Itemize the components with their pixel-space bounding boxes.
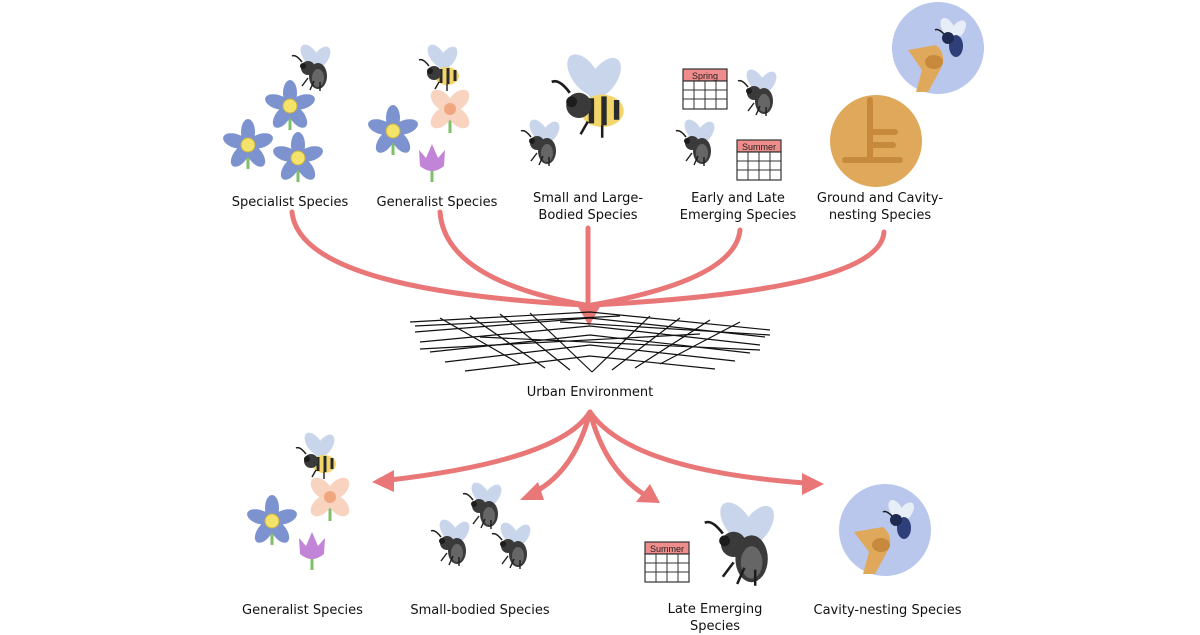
arrow-head-center — [577, 305, 601, 326]
calendar-spring-label: Spring — [692, 71, 718, 81]
label-size-line2: Bodied Species — [538, 208, 638, 223]
label-phenology-species: Early and Late Emerging Species — [663, 190, 813, 224]
arrow-out-small — [532, 409, 593, 495]
label-late-line1: Late Emerging — [667, 602, 763, 617]
arrow-out-late — [587, 409, 648, 498]
label-size-line1: Small and Large- — [532, 191, 644, 206]
label-specialist-species: Specialist Species — [231, 195, 349, 210]
label-phenology-line2: Emerging Species — [679, 208, 797, 223]
label-phenology-line1: Early and Late — [691, 191, 785, 206]
phenology-icon: Spring Summer — [675, 65, 782, 181]
label-generalist-species: Generalist Species — [376, 195, 498, 210]
specialist-icon — [220, 40, 335, 184]
cavity-nesting-icon-top — [892, 2, 984, 94]
generalist-icon — [365, 39, 474, 182]
arrow-out-generalist — [387, 409, 593, 483]
cavity-nesting-outcome-icon — [839, 484, 931, 576]
diverging-arrow-heads — [372, 470, 824, 503]
arrow-specialist — [289, 209, 588, 308]
urban-grid-icon — [409, 311, 771, 373]
calendar-summer-label-bottom: Summer — [650, 544, 684, 554]
label-cavity-outcome: Cavity-nesting Species — [813, 603, 962, 618]
arrow-out-cavity — [587, 409, 808, 486]
ground-nesting-icon — [830, 95, 922, 187]
arrow-phenology — [589, 227, 743, 308]
converging-arrows — [289, 209, 887, 313]
label-urban-environment: Urban Environment — [526, 385, 654, 400]
label-generalist-outcome: Generalist Species — [242, 603, 363, 618]
arrow-generalist — [437, 209, 588, 308]
late-emerging-outcome-icon: Summer — [644, 495, 783, 588]
generalist-outcome-icon — [244, 427, 354, 570]
label-nesting-line2: nesting Species — [828, 208, 932, 223]
small-bodied-outcome-icon — [430, 478, 535, 570]
arrow-nesting — [589, 229, 887, 308]
label-size-species: Small and Large- Bodied Species — [513, 190, 663, 224]
label-nesting-species: Ground and Cavity- nesting Species — [800, 190, 960, 224]
diverging-arrows — [387, 409, 808, 498]
calendar-summer-label: Summer — [742, 142, 776, 152]
label-late-line2: Species — [689, 619, 741, 634]
size-icon — [520, 48, 628, 167]
label-small-bodied-outcome: Small-bodied Species — [410, 603, 550, 618]
label-nesting-line1: Ground and Cavity- — [816, 191, 944, 206]
